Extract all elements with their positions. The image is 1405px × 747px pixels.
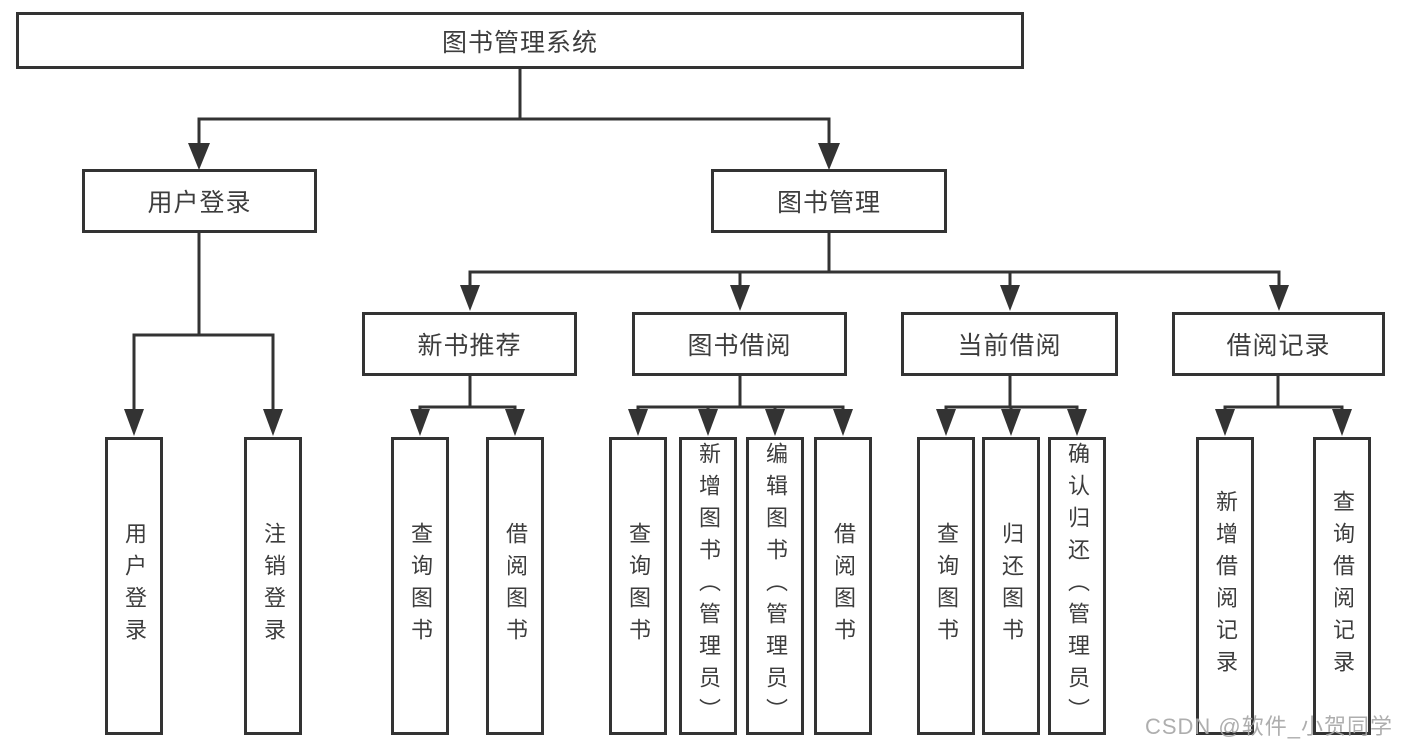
leaf-query-books-3: 查询图书 xyxy=(917,437,975,735)
connector-borrow-records xyxy=(1215,375,1352,436)
leaf-confirm-return-admin: 确认归还（管理员） xyxy=(1048,437,1106,735)
leaf-label: 查询图书 xyxy=(408,522,433,650)
leaf-add-books-admin: 新增图书（管理员） xyxy=(679,437,737,735)
node-book-management-label: 图书管理 xyxy=(776,189,881,217)
leaf-label: 归还图书 xyxy=(999,522,1024,650)
leaf-return-books: 归还图书 xyxy=(982,437,1040,735)
node-new-books-label: 新书推荐 xyxy=(417,332,522,360)
leaf-label: 注销登录 xyxy=(261,522,286,650)
node-root: 图书管理系统 xyxy=(16,12,1024,69)
node-book-management: 图书管理 xyxy=(711,169,947,233)
leaf-label: 借阅图书 xyxy=(503,522,528,650)
node-book-borrow: 图书借阅 xyxy=(632,312,847,376)
leaf-label: 查询图书 xyxy=(626,522,651,650)
node-borrow-records: 借阅记录 xyxy=(1172,312,1385,376)
node-user-login-label: 用户登录 xyxy=(147,189,252,217)
connector-root xyxy=(188,69,840,170)
leaf-edit-books-admin: 编辑图书（管理员） xyxy=(746,437,804,735)
leaf-add-borrow-record: 新增借阅记录 xyxy=(1196,437,1254,735)
leaf-logout: 注销登录 xyxy=(244,437,302,735)
leaf-query-borrow-record: 查询借阅记录 xyxy=(1313,437,1371,735)
leaf-label: 借阅图书 xyxy=(831,522,856,650)
leaf-query-books-2: 查询图书 xyxy=(609,437,667,735)
node-root-label: 图书管理系统 xyxy=(441,28,598,57)
connector-book-borrow xyxy=(628,375,853,436)
leaf-label: 新增图书（管理员） xyxy=(696,442,721,730)
watermark: CSDN @软件_小贺同学 xyxy=(1144,714,1393,739)
node-borrow-records-label: 借阅记录 xyxy=(1226,332,1331,360)
connector-current-borrow xyxy=(936,375,1087,436)
leaf-borrow-books-1: 借阅图书 xyxy=(486,437,544,735)
leaf-user-login: 用户登录 xyxy=(105,437,163,735)
leaf-label: 用户登录 xyxy=(122,522,147,650)
node-current-borrow-label: 当前借阅 xyxy=(957,332,1062,360)
node-new-books: 新书推荐 xyxy=(362,312,577,376)
leaf-label: 查询借阅记录 xyxy=(1330,490,1355,682)
connector-book-management xyxy=(460,232,1289,311)
leaf-query-books-1: 查询图书 xyxy=(391,437,449,735)
node-book-borrow-label: 图书借阅 xyxy=(687,332,792,360)
node-user-login: 用户登录 xyxy=(82,169,317,233)
leaf-label: 编辑图书（管理员） xyxy=(763,442,788,730)
connector-user-login xyxy=(124,232,283,436)
leaf-label: 确认归还（管理员） xyxy=(1065,442,1090,730)
node-current-borrow: 当前借阅 xyxy=(901,312,1118,376)
connector-new-books xyxy=(410,375,525,436)
leaf-label: 新增借阅记录 xyxy=(1213,490,1238,682)
leaf-label: 查询图书 xyxy=(934,522,959,650)
leaf-borrow-books-2: 借阅图书 xyxy=(814,437,872,735)
